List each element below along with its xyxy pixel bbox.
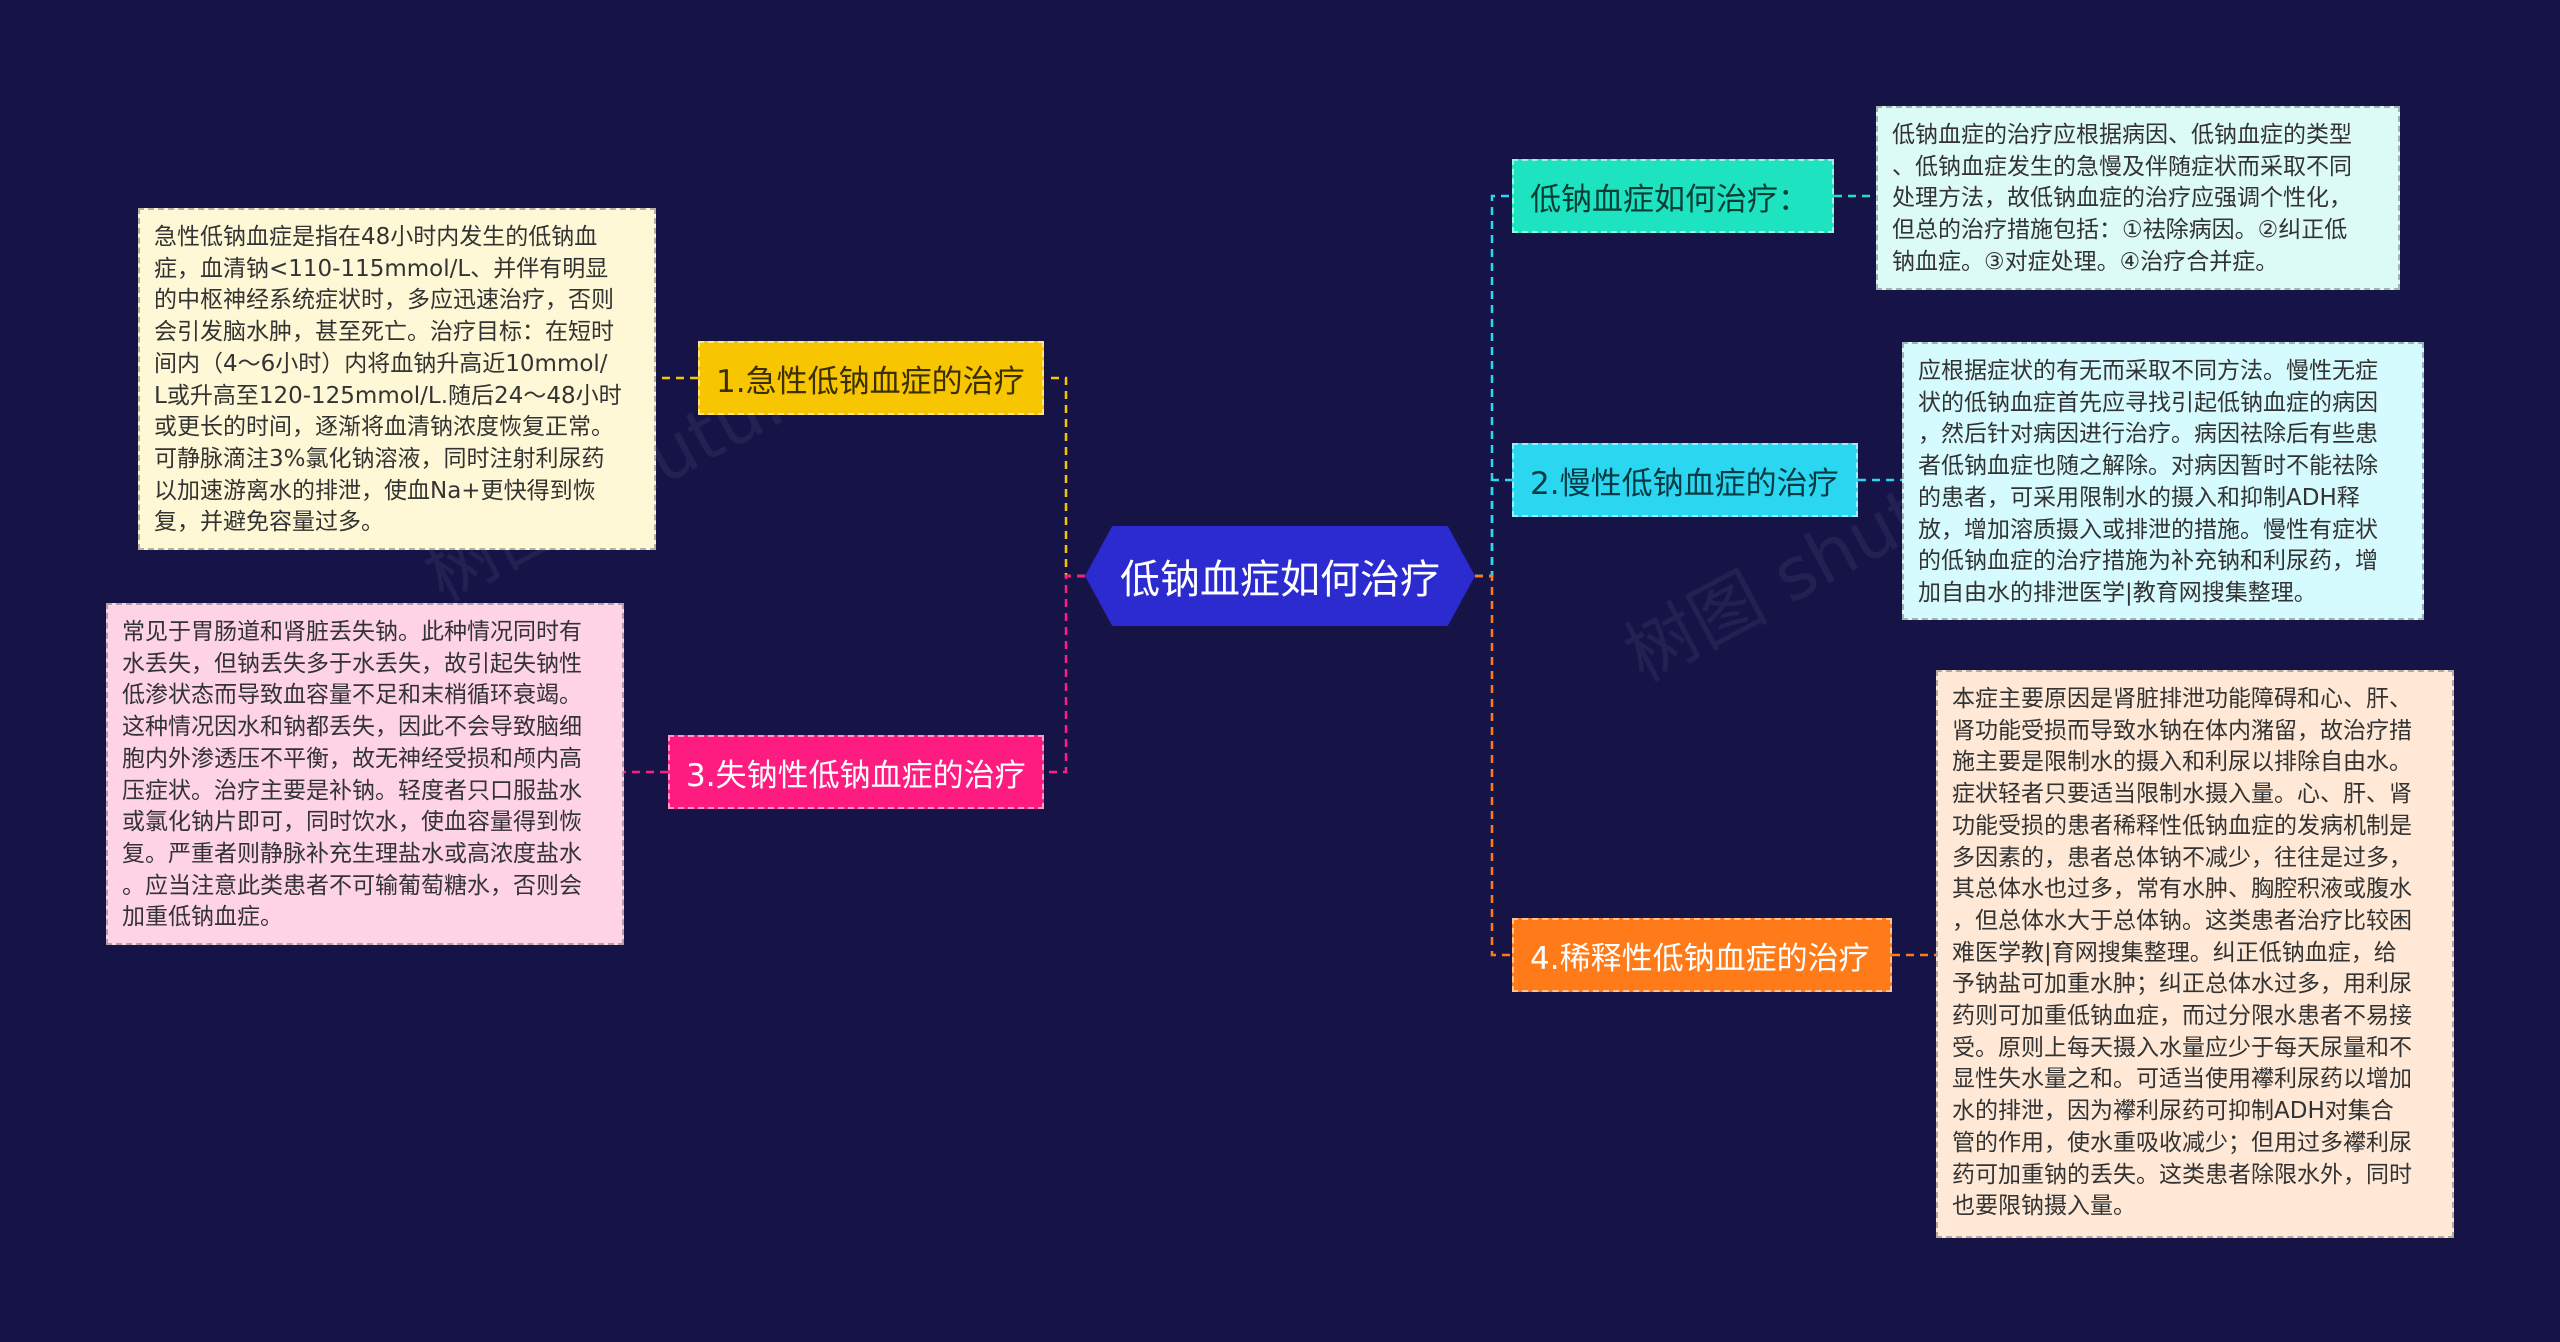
branch-acute-label: 1.急性低钠血症的治疗 (716, 363, 1025, 400)
note-salt-loss-treatment: 常见于胃肠道和肾脏丢失钠。此种情况同时有 水丢失，但钠丢失多于水丢失，故引起失钠… (106, 603, 624, 945)
link-center-acute (1048, 376, 1085, 578)
branch-salt-loss-treatment[interactable]: 3.失钠性低钠血症的治疗 (668, 735, 1044, 809)
branch-dilution-label: 4.稀释性低钠血症的治疗 (1530, 940, 1870, 977)
note-dilution-treatment: 本症主要原因是肾脏排泄功能障碍和心、肝、 肾功能受损而导致水钠在体内潴留，故治疗… (1936, 670, 2454, 1238)
note-chronic-treatment: 应根据症状的有无而采取不同方法。慢性无症 状的低钠血症首先应寻找引起低钠血症的病… (1902, 342, 2424, 620)
branch-salt-loss-label: 3.失钠性低钠血症的治疗 (686, 757, 1026, 794)
link-center-saltloss (1046, 574, 1085, 774)
branch-how-to-treat[interactable]: 低钠血症如何治疗： (1512, 159, 1834, 233)
center-topic[interactable]: 低钠血症如何治疗 (1085, 526, 1475, 626)
note-how-to-treat: 低钠血症的治疗应根据病因、低钠血症的类型 、低钠血症发生的急慢及伴随症状而采取不… (1876, 106, 2400, 290)
center-topic-label: 低钠血症如何治疗 (1120, 557, 1440, 603)
link-center-chronic (1475, 478, 1512, 578)
note-acute-treatment: 急性低钠血症是指在48小时内发生的低钠血 症，血清钠<110-115mmol/L… (138, 208, 656, 550)
branch-chronic-label: 2.慢性低钠血症的治疗 (1530, 465, 1839, 502)
branch-dilution-treatment[interactable]: 4.稀释性低钠血症的治疗 (1512, 918, 1892, 992)
branch-chronic-treatment[interactable]: 2.慢性低钠血症的治疗 (1512, 443, 1858, 517)
branch-acute-treatment[interactable]: 1.急性低钠血症的治疗 (698, 341, 1044, 415)
link-center-howtreat (1475, 194, 1512, 578)
branch-how-to-treat-label: 低钠血症如何治疗： (1530, 181, 1809, 218)
link-center-dilution (1475, 574, 1512, 957)
